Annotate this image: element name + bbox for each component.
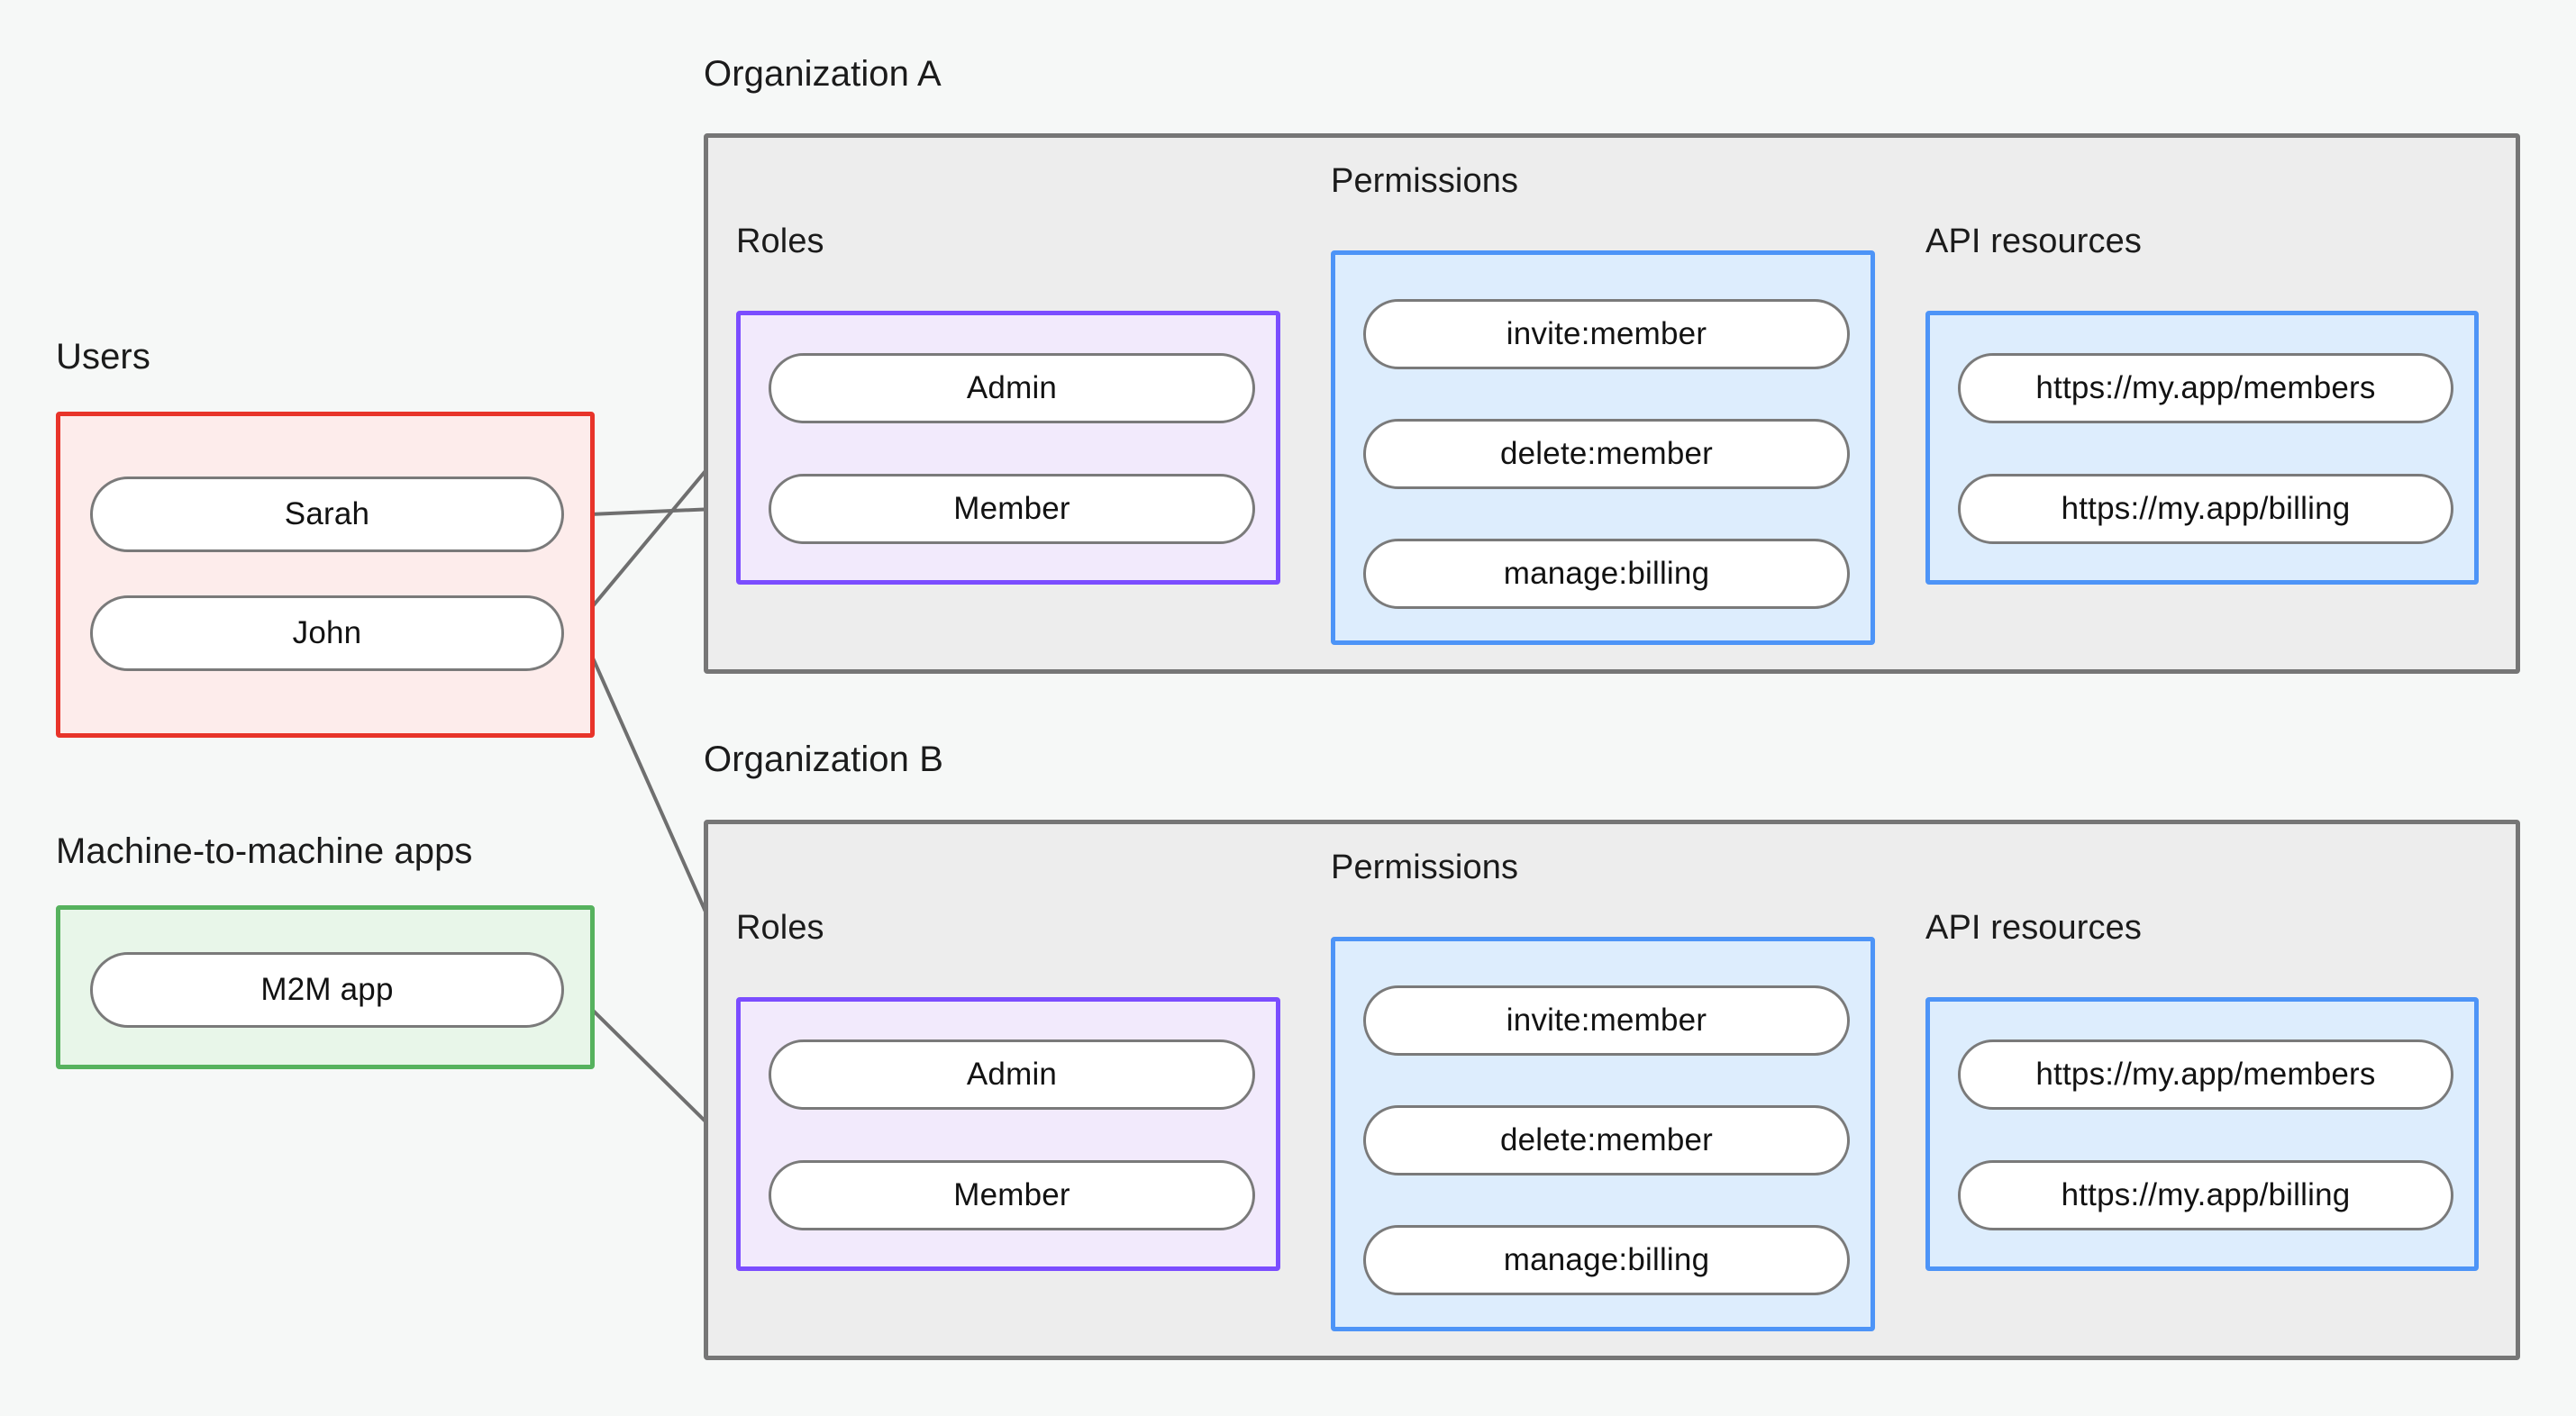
user-node-sarah[interactable]: Sarah [90,477,564,552]
orgB-permission-node-invite-member[interactable]: invite:member [1363,985,1850,1056]
orgA-permissions-container: invite:member delete:member manage:billi… [1331,250,1875,645]
users-container: Sarah John [56,412,595,738]
orgB-role-node-member[interactable]: Member [769,1160,1255,1230]
orgA-role-node-member[interactable]: Member [769,474,1255,544]
orgB-permission-node-delete-member[interactable]: delete:member [1363,1105,1850,1175]
orgA-permission-node-manage-billing[interactable]: manage:billing [1363,539,1850,609]
orgB-role-node-admin[interactable]: Admin [769,1039,1255,1110]
orgB-permissions-container: invite:member delete:member manage:billi… [1331,937,1875,1331]
orgA-permissions-label: Permissions [1331,162,1519,200]
m2m-node-app[interactable]: M2M app [90,952,564,1028]
orgA-roles-container: Admin Member [736,311,1280,585]
user-node-john[interactable]: John [90,595,564,671]
orgA-api-resources-container: https://my.app/members https://my.app/bi… [1925,311,2479,585]
organization-a-label: Organization A [704,54,942,94]
orgA-api-resource-node-members[interactable]: https://my.app/members [1958,353,2453,423]
orgA-role-node-admin[interactable]: Admin [769,353,1255,423]
orgB-roles-container: Admin Member [736,997,1280,1271]
orgB-api-resource-node-billing[interactable]: https://my.app/billing [1958,1160,2453,1230]
orgA-permission-node-delete-member[interactable]: delete:member [1363,419,1850,489]
orgB-permissions-label: Permissions [1331,849,1519,886]
orgB-permission-node-manage-billing[interactable]: manage:billing [1363,1225,1850,1295]
organization-b-label: Organization B [704,740,943,779]
orgB-api-resource-node-members[interactable]: https://my.app/members [1958,1039,2453,1110]
m2m-container: M2M app [56,905,595,1069]
users-group-label: Users [56,337,150,377]
organization-a-container: Roles Admin Member Permissions invite:me… [704,133,2520,674]
organization-b-container: Roles Admin Member Permissions invite:me… [704,820,2520,1360]
orgB-api-resources-container: https://my.app/members https://my.app/bi… [1925,997,2479,1271]
m2m-group-label: Machine-to-machine apps [56,831,473,871]
orgB-roles-label: Roles [736,909,824,947]
orgA-permission-node-invite-member[interactable]: invite:member [1363,299,1850,369]
orgA-api-resources-label: API resources [1925,222,2142,260]
orgA-roles-label: Roles [736,222,824,260]
orgB-api-resources-label: API resources [1925,909,2142,947]
orgA-api-resource-node-billing[interactable]: https://my.app/billing [1958,474,2453,544]
